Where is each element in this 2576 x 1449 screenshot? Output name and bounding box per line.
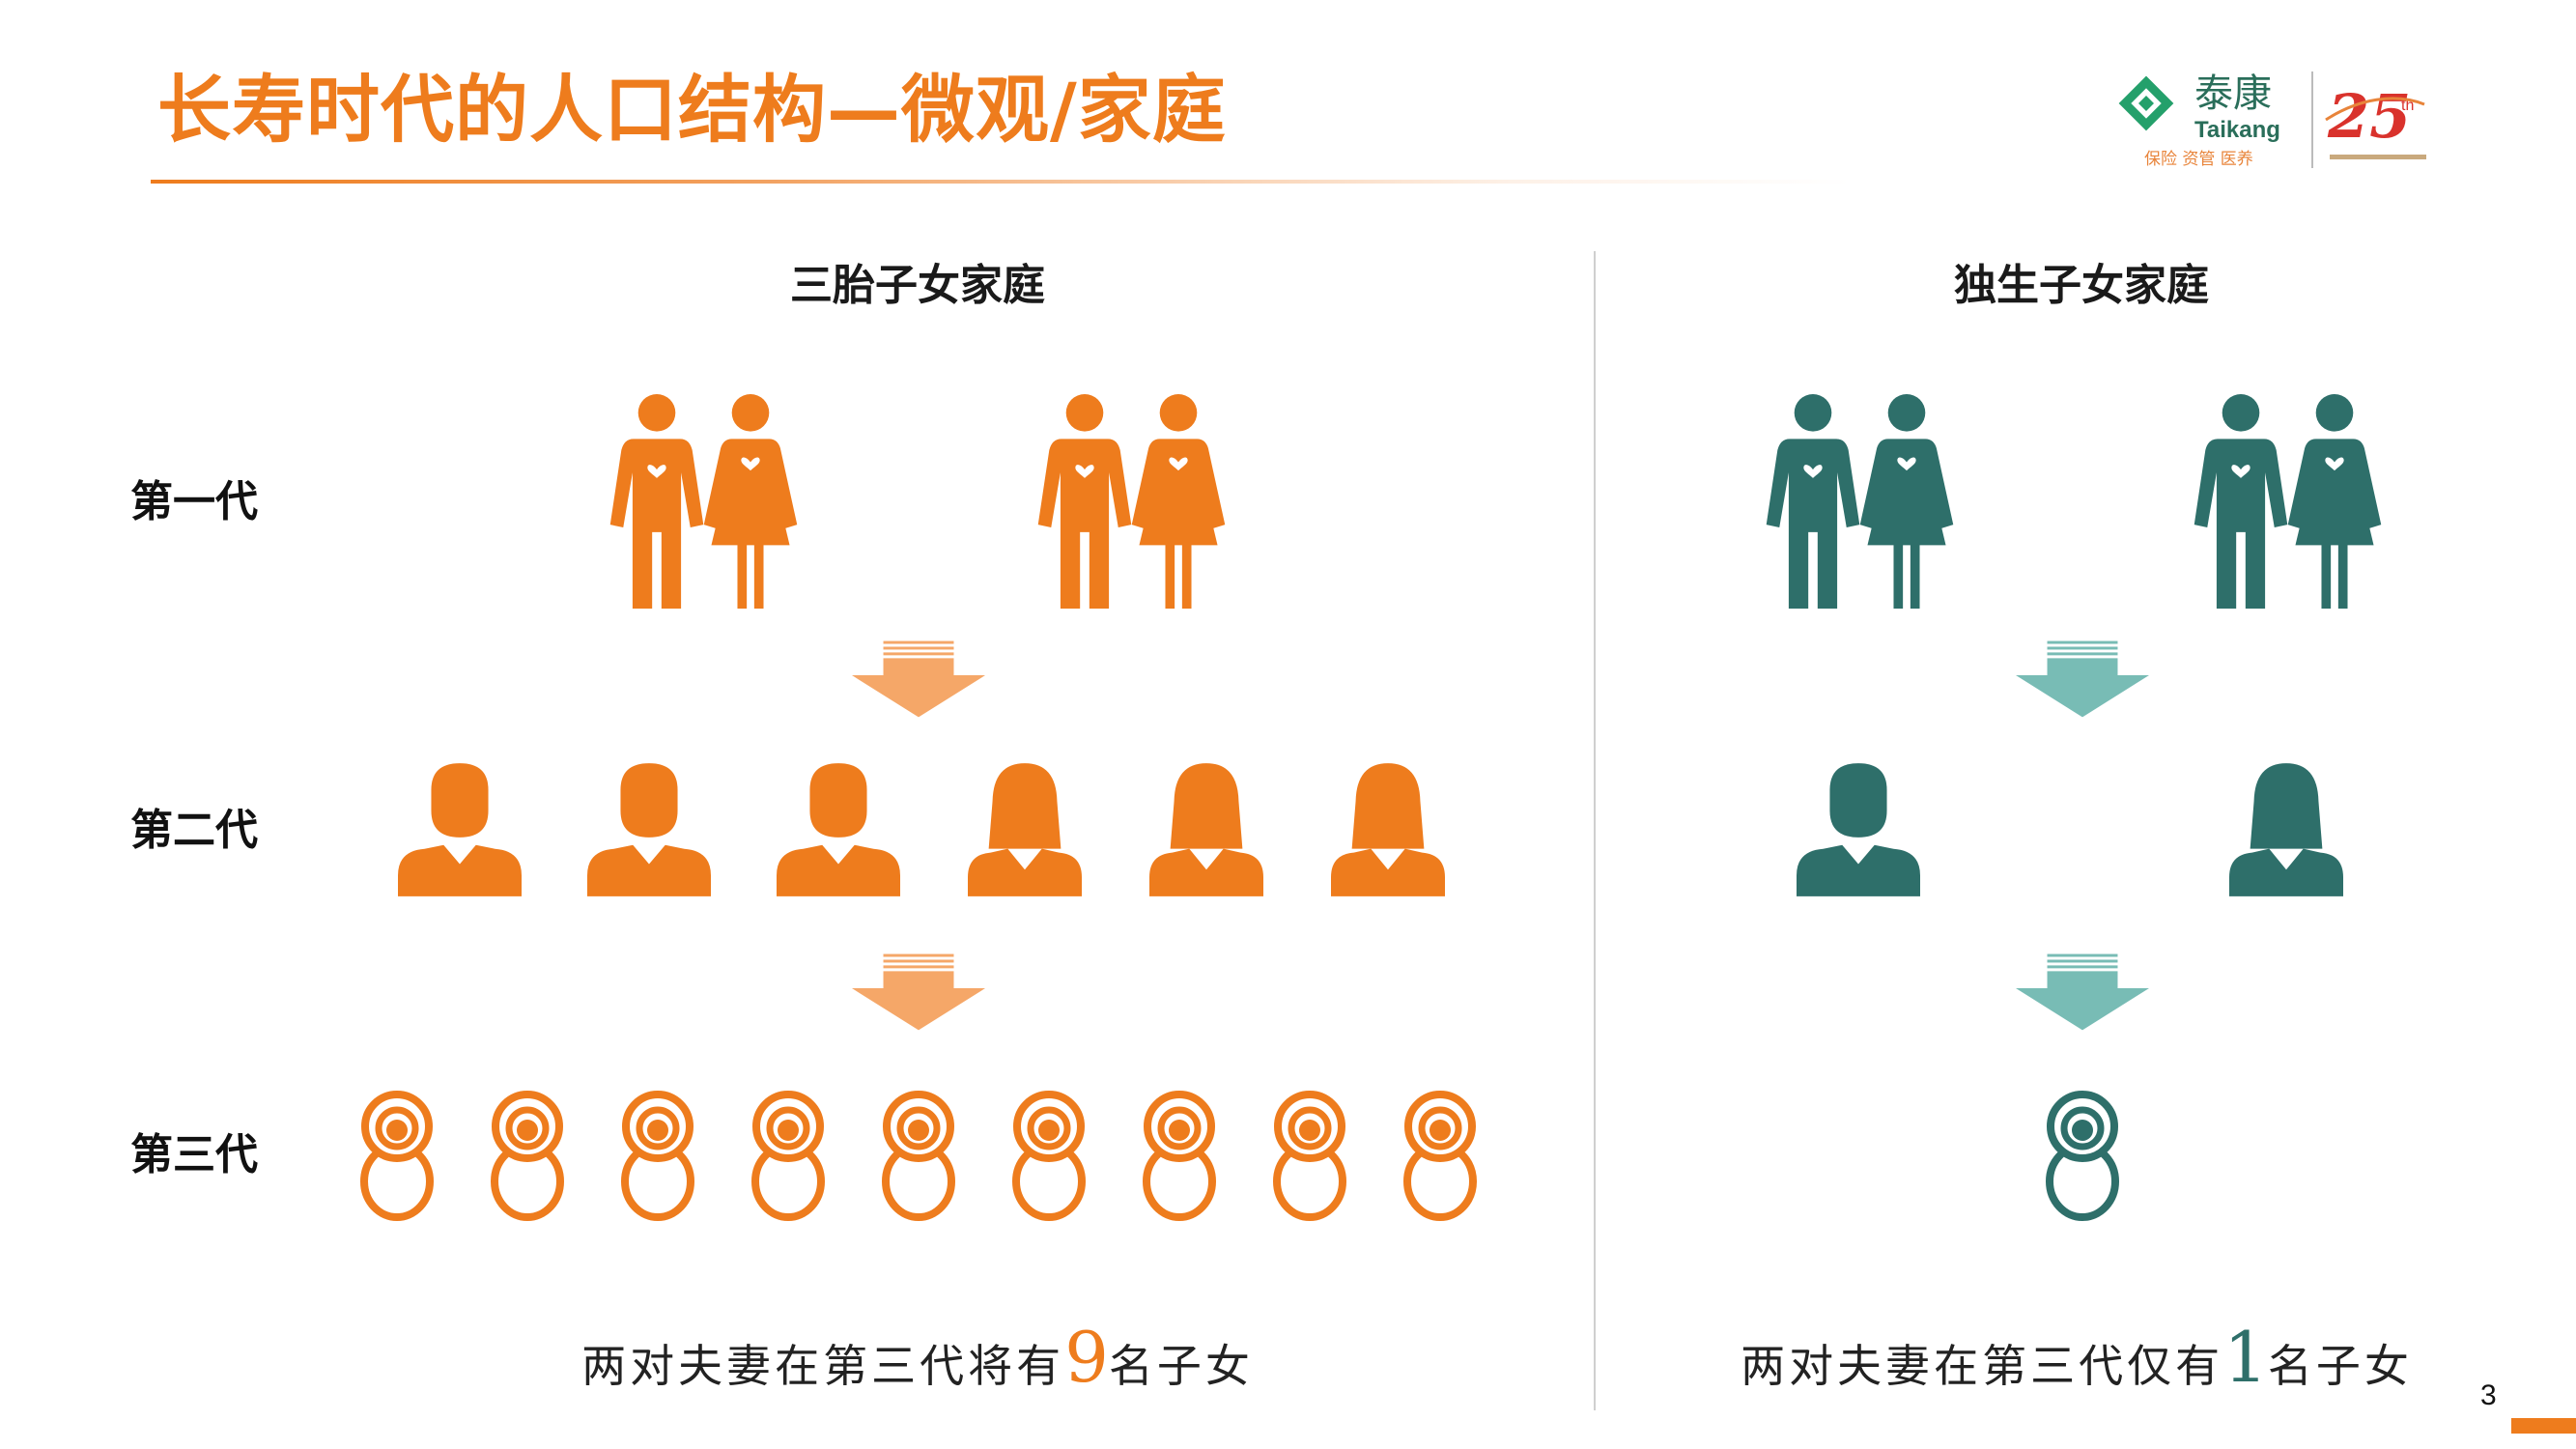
baby-icon (1407, 1094, 1473, 1217)
generation-label-2: 第二代 (130, 806, 258, 855)
male-person-icon (777, 763, 900, 896)
man-icon (2194, 394, 2288, 609)
left-gen1-couples (609, 394, 1226, 609)
taikang-logo: 泰康 Taikang 保险 资管 医养 25 th (2118, 71, 2426, 169)
right-caption: 两对夫妻在第三代仅有1名子女 (1700, 1322, 2453, 1400)
baby-icon (1146, 1094, 1212, 1217)
panel-divider (1594, 251, 1596, 1410)
left-caption: 两对夫妻在第三代将有9名子女 (541, 1322, 1294, 1400)
right-panel-title: 独生子女家庭 (1954, 261, 2209, 310)
female-person-icon (2229, 763, 2343, 896)
left-gen3-babies (364, 1094, 1473, 1217)
logo-brand-cn: 泰康 (2194, 71, 2272, 116)
taikang-diamond-icon (2118, 75, 2174, 131)
left-caption-text-after: 名子女 (1108, 1340, 1254, 1392)
left-caption-text-before: 两对夫妻在第三代将有 (581, 1340, 1065, 1392)
man-icon (609, 394, 704, 609)
left-caption-number: 9 (1064, 1317, 1109, 1398)
woman-icon (703, 394, 798, 609)
page-number: 3 (2480, 1379, 2497, 1411)
anniversary-number: 25 (2327, 81, 2411, 152)
right-gen1-couples (1766, 394, 2382, 609)
right-gen2-children (1797, 763, 2343, 896)
right-caption-text-after: 名子女 (2267, 1340, 2413, 1392)
baby-icon (364, 1094, 430, 1217)
right-caption-text-before: 两对夫妻在第三代仅有 (1741, 1340, 2224, 1392)
female-person-icon (1331, 763, 1445, 896)
logo-brand-en: Taikang (2194, 117, 2280, 143)
baby-icon (755, 1094, 821, 1217)
female-person-icon (1149, 763, 1263, 896)
anniversary-25-icon: 25 th (2325, 81, 2426, 159)
male-person-icon (1797, 763, 1920, 896)
baby-icon (1277, 1094, 1343, 1217)
woman-icon (2287, 394, 2382, 609)
right-gen3-babies (2050, 1094, 2115, 1217)
generation-label-3: 第三代 (130, 1130, 258, 1179)
female-person-icon (968, 763, 1082, 896)
logo-slogan: 保险 资管 医养 (2144, 150, 2253, 169)
man-icon (1766, 394, 1860, 609)
woman-icon (1131, 394, 1226, 609)
down-arrow-icon (852, 953, 985, 1031)
down-arrow-icon (852, 640, 985, 718)
down-arrow-icon (2016, 640, 2149, 718)
baby-icon (495, 1094, 560, 1217)
male-person-icon (398, 763, 522, 896)
baby-icon (886, 1094, 951, 1217)
down-arrow-icon (2016, 953, 2149, 1031)
woman-icon (1859, 394, 1954, 609)
baby-icon (1016, 1094, 1082, 1217)
baby-icon (625, 1094, 691, 1217)
male-person-icon (587, 763, 711, 896)
generation-label-1: 第一代 (130, 477, 258, 526)
title-underline (151, 180, 1851, 184)
page-title: 长寿时代的人口结构—微观/家庭 (157, 67, 1227, 153)
baby-icon (2050, 1094, 2115, 1217)
left-gen2-children (398, 763, 1445, 896)
page-accent-bar (2511, 1418, 2576, 1434)
left-panel-title: 三胎子女家庭 (790, 261, 1045, 310)
man-icon (1037, 394, 1132, 609)
right-caption-number: 1 (2223, 1317, 2268, 1398)
